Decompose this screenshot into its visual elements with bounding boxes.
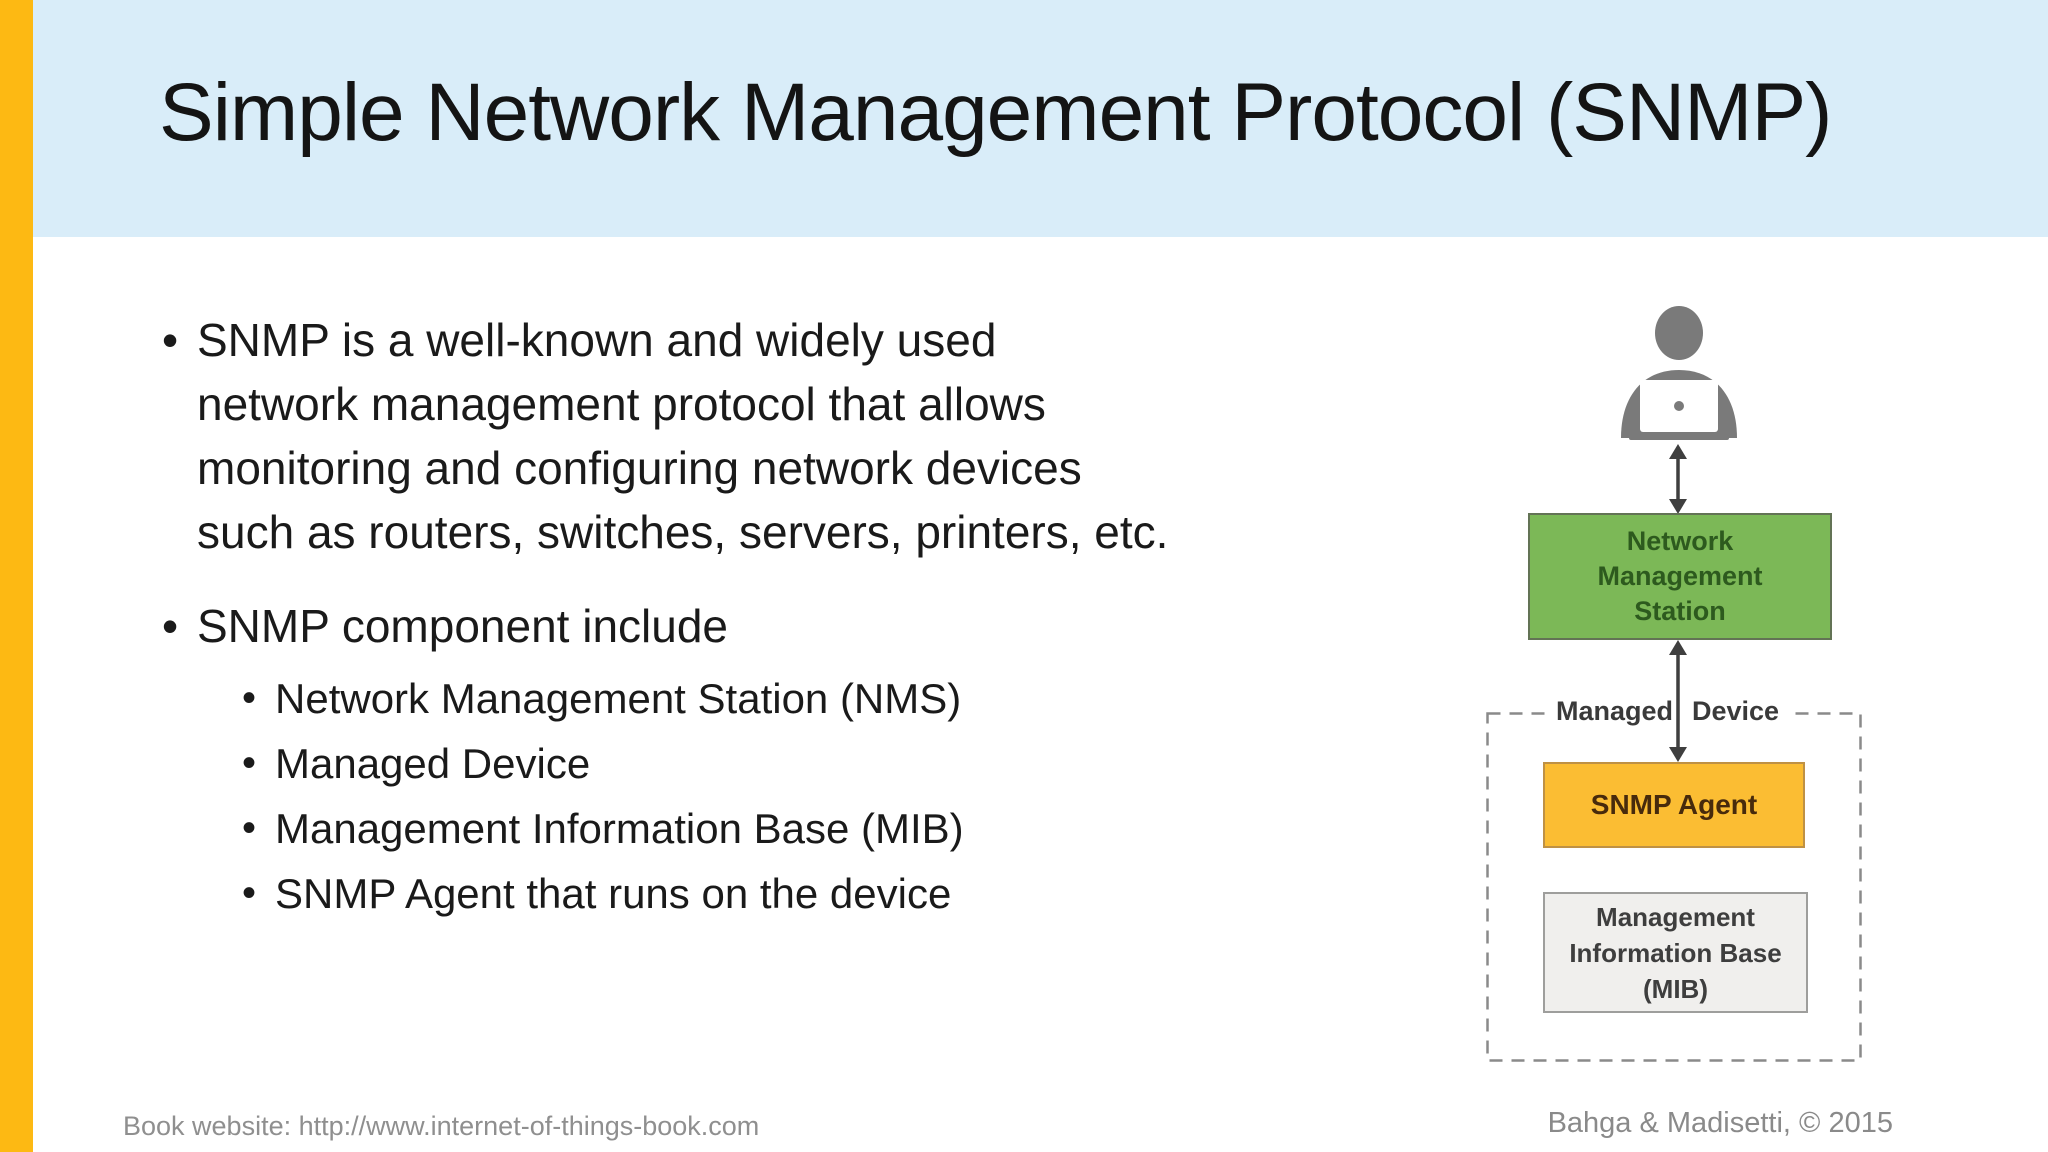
sub-bullet-nms: Network Management Station (NMS) [242, 666, 1382, 731]
copyright-text: Bahga & Madisetti, © 2015 [1547, 1107, 1893, 1139]
double-headed-arrow-icon [1669, 444, 1687, 514]
snmp-agent-label: SNMP Agent [1590, 789, 1758, 820]
book-website-text: Book website: http://www.internet-of-thi… [123, 1111, 760, 1141]
network-management-station-box: Network Management Station [1528, 513, 1832, 640]
bullet-item-snmp-components: SNMP component include [162, 594, 1382, 658]
nms-box-line: Management [1597, 561, 1763, 591]
user-at-laptop-icon [1621, 306, 1737, 440]
bullet-text-line: SNMP component include [197, 600, 728, 652]
mib-box-line: Management [1596, 901, 1755, 932]
page-title: Simple Network Management Protocol (SNMP… [159, 67, 1832, 158]
nms-box-line: Network [1626, 526, 1734, 556]
managed-device-label-right: Device [1682, 691, 1790, 731]
bullet-text-line: such as routers, switches, servers, prin… [197, 506, 1169, 558]
bullet-text-line: monitoring and configuring network devic… [197, 442, 1082, 494]
sub-bullet-managed-device: Managed Device [242, 731, 1382, 796]
mib-box-line: (MIB) [1643, 973, 1708, 1004]
left-accent-bar [0, 0, 33, 1152]
sub-bullet-list: Network Management Station (NMS) Managed… [242, 666, 1382, 926]
bullet-text-line: network management protocol that allows [197, 378, 1046, 430]
managed-device-label-left: Managed [1546, 691, 1684, 731]
bullet-item-snmp-description: SNMP is a well-known and widely used net… [162, 308, 1382, 564]
bullet-text-line: SNMP is a well-known and widely used [197, 314, 997, 366]
sub-bullet-mib: Management Information Base (MIB) [242, 796, 1382, 861]
snmp-agent-box: SNMP Agent [1543, 762, 1805, 848]
mib-box: Management Information Base (MIB) [1543, 892, 1808, 1013]
bullet-list: SNMP is a well-known and widely used net… [162, 308, 1382, 926]
sub-bullet-snmp-agent: SNMP Agent that runs on the device [242, 861, 1382, 926]
double-headed-arrow-icon [1669, 640, 1687, 762]
nms-box-line: Station [1634, 596, 1726, 626]
mib-box-line: Information Base [1569, 937, 1782, 968]
title-band: Simple Network Management Protocol (SNMP… [33, 0, 2048, 237]
